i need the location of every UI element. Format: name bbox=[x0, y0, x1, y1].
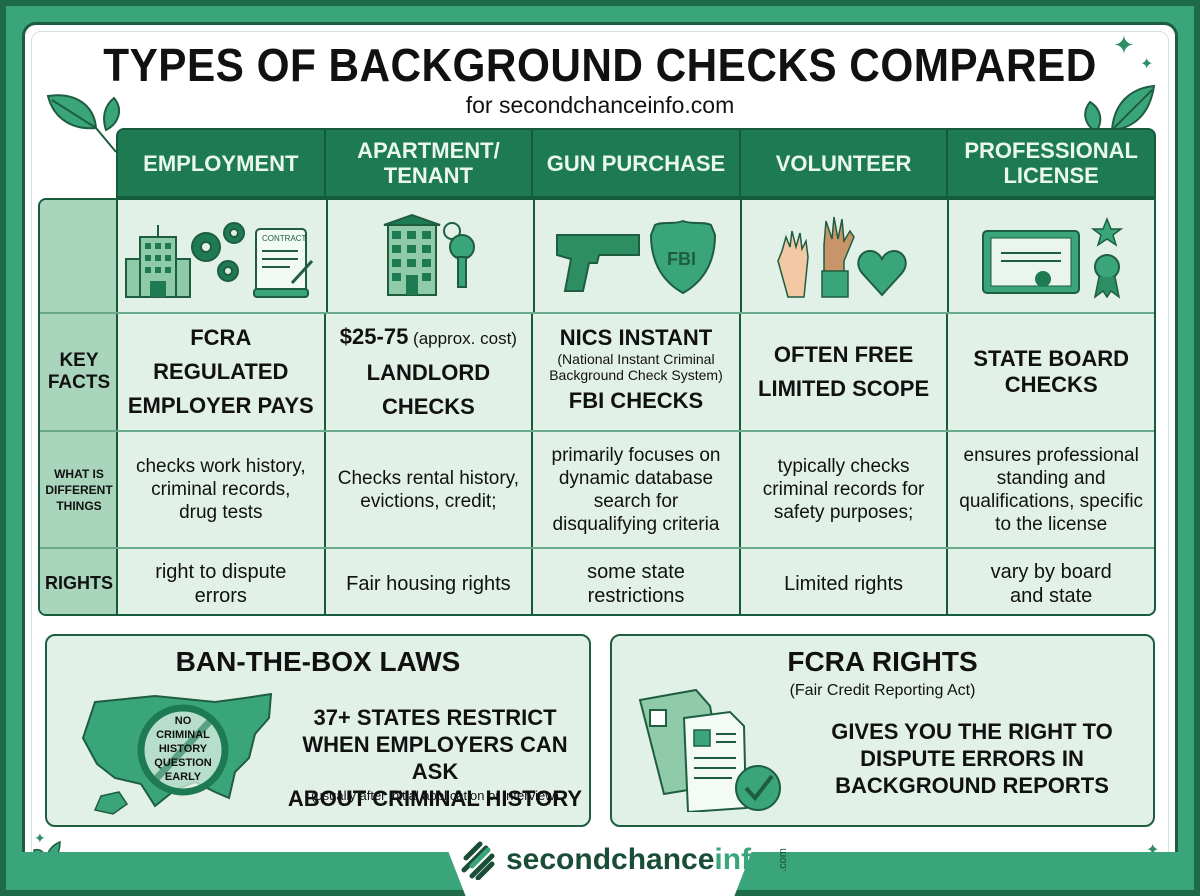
key-icon bbox=[442, 222, 475, 288]
diff-employment: checks work history, criminal records, d… bbox=[118, 432, 326, 547]
raised-hands-icon bbox=[776, 216, 855, 298]
page-subtitle: for secondchanceinfo.com bbox=[465, 92, 735, 118]
documents-checkmark-icon bbox=[638, 688, 781, 812]
gears-icon bbox=[191, 222, 245, 282]
rights-professional-license: vary by board and state bbox=[990, 560, 1112, 607]
gun-purchase-icons: FBI bbox=[535, 200, 742, 312]
employment-icons: CONTRACT bbox=[118, 200, 328, 312]
diff-volunteer: typically checks criminal records for sa… bbox=[741, 432, 949, 547]
sparkle-icon: ✦ bbox=[34, 830, 46, 846]
key-facts-volunteer: OFTEN FREE LIMITED SCOPE bbox=[741, 314, 949, 430]
page-title: TYPES OF BACKGROUND CHECKS COMPARED bbox=[103, 39, 1097, 91]
rights-employment: right to dispute errors bbox=[118, 549, 326, 614]
table-row-key-facts: KEY FACTS FCRA REGULATED EMPLOYER PAYS $… bbox=[40, 314, 1154, 432]
column-header-apartment-tenant: APARTMENT/ TENANT bbox=[326, 130, 534, 196]
office-building-icon bbox=[125, 225, 191, 298]
fcra-rights-panel: FCRA RIGHTS (Fair Credit Reporting Act) … bbox=[610, 634, 1155, 827]
svg-text:QUESTION: QUESTION bbox=[154, 757, 212, 769]
contract-icon: CONTRACT bbox=[253, 228, 314, 298]
svg-text:CONTRACT: CONTRACT bbox=[262, 234, 307, 243]
row-label-rights: RIGHTS bbox=[44, 573, 113, 593]
table-row-rights: RIGHTS right to dispute errors Fair hous… bbox=[40, 549, 1154, 614]
professional-license-icons bbox=[949, 200, 1154, 312]
column-header-employment: EMPLOYMENT bbox=[118, 130, 326, 196]
apartment-building-icon bbox=[383, 213, 440, 296]
rights-gun-purchase: some state restrictions bbox=[533, 549, 741, 614]
column-header-gun-purchase: GUN PURCHASE bbox=[533, 130, 741, 196]
diff-apartment: Checks rental history, evictions, credit… bbox=[326, 432, 534, 547]
row-label-what-is-different: WHAT IS DIFFERENT THINGS bbox=[45, 466, 113, 513]
sparkle-icon: ✦ bbox=[1140, 56, 1154, 73]
rights-apartment: Fair housing rights bbox=[326, 549, 534, 614]
ban-the-box-panel: BAN-THE-BOX LAWS NO CRIMINAL HISTORY QUE… bbox=[45, 634, 591, 827]
column-header-volunteer: VOLUNTEER bbox=[741, 130, 949, 196]
svg-text:EARLY: EARLY bbox=[165, 771, 202, 783]
fcra-subtitle: (Fair Credit Reporting Act) bbox=[789, 682, 976, 699]
key-facts-professional-license: STATE BOARD CHECKS bbox=[973, 346, 1129, 397]
row-label-key-facts: KEY FACTS bbox=[47, 350, 111, 393]
fcra-body: GIVES YOU THE RIGHT TO DISPUTE ERRORS IN… bbox=[831, 719, 1113, 798]
brand-logo: secondchanceinfo .com bbox=[458, 840, 795, 880]
sparkle-icon: ✦ bbox=[1113, 30, 1135, 60]
svg-text:HISTORY: HISTORY bbox=[159, 743, 208, 755]
star-icon bbox=[1090, 216, 1123, 247]
svg-text:NO: NO bbox=[175, 715, 192, 727]
ban-the-box-title: BAN-THE-BOX LAWS bbox=[175, 646, 461, 677]
table-header: EMPLOYMENT APARTMENT/ TENANT GUN PURCHAS… bbox=[116, 128, 1156, 198]
table-body: CONTRACT bbox=[38, 198, 1156, 616]
svg-text:FBI: FBI bbox=[667, 249, 696, 269]
us-map-icon: NO CRIMINAL HISTORY QUESTION EARLY bbox=[81, 692, 273, 815]
leaf-icon bbox=[46, 94, 121, 153]
column-header-professional-license: PROFESSIONAL LICENSE bbox=[964, 138, 1138, 188]
key-facts-employment: FCRA REGULATED EMPLOYER PAYS bbox=[118, 314, 326, 430]
diff-professional-license: ensures professional standing and qualif… bbox=[959, 444, 1144, 535]
table-row-icons: CONTRACT bbox=[40, 200, 1154, 314]
key-facts-gun-purchase: NICS INSTANT (National Instant Criminal … bbox=[533, 314, 741, 430]
fcra-title: FCRA RIGHTS bbox=[787, 646, 978, 677]
award-ribbon-icon bbox=[1093, 254, 1120, 299]
apartment-icons bbox=[328, 200, 535, 312]
table-row-what-is-different: WHAT IS DIFFERENT THINGS checks work his… bbox=[40, 432, 1154, 549]
rights-volunteer: Limited rights bbox=[741, 549, 949, 614]
fbi-badge-icon: FBI bbox=[649, 219, 716, 295]
heart-icon bbox=[856, 249, 907, 297]
comparison-table: EMPLOYMENT APARTMENT/ TENANT GUN PURCHAS… bbox=[38, 128, 1156, 616]
handgun-icon bbox=[555, 234, 640, 292]
brand-logo-icon bbox=[461, 841, 495, 880]
ban-the-box-note: (usually after initial application or in… bbox=[311, 788, 559, 803]
diff-gun-purchase: primarily focuses on dynamic database se… bbox=[533, 432, 741, 547]
key-facts-apartment: $25-75 (approx. cost) LANDLORD CHECKS bbox=[326, 314, 534, 430]
certificate-icon bbox=[981, 230, 1080, 294]
svg-text:CRIMINAL: CRIMINAL bbox=[156, 729, 210, 741]
volunteer-icons bbox=[742, 200, 949, 312]
ban-the-box-body: 37+ STATES RESTRICT WHEN EMPLOYERS CAN A… bbox=[287, 705, 583, 811]
